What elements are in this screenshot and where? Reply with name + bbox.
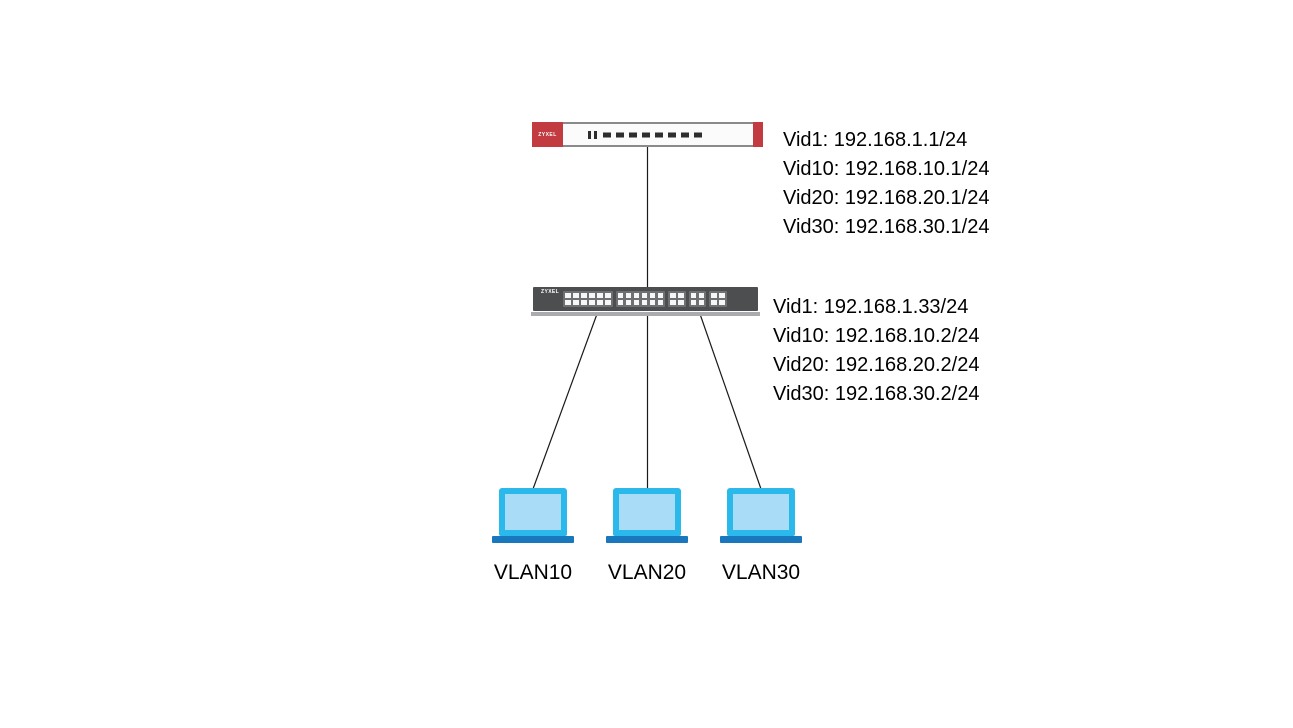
switch-port — [690, 293, 696, 298]
port-dash — [603, 132, 611, 137]
port-dash — [681, 132, 689, 137]
vlan10-label: VLAN10 — [493, 561, 573, 584]
switch-port — [670, 293, 676, 298]
switch-ip-line-vid20: Vid20: 192.168.20.2/24 — [773, 354, 980, 376]
firewall-zyxel-logo: ZYXEL — [532, 122, 563, 147]
switch-port — [573, 300, 579, 305]
switch-port — [581, 300, 587, 305]
port-dash — [694, 132, 702, 137]
port-dash — [655, 132, 663, 137]
port-dash — [642, 132, 650, 137]
switch-port-block — [615, 291, 665, 307]
port-dash — [629, 132, 637, 137]
switch-base — [531, 312, 760, 316]
switch-port — [565, 300, 571, 305]
laptop-screen — [499, 488, 567, 536]
switch-port — [597, 300, 603, 305]
switch-port — [573, 293, 579, 298]
switch-port — [678, 300, 684, 305]
switch-port — [670, 300, 676, 305]
port-dash — [616, 132, 624, 137]
switch-port — [625, 300, 631, 305]
laptop-base — [606, 536, 688, 543]
switch-port — [617, 293, 623, 298]
switch-zyxel-logo: ZYXEL — [541, 289, 560, 295]
switch-ip-line-vid1: Vid1: 192.168.1.33/24 — [773, 296, 969, 318]
vlan20-label: VLAN20 — [607, 561, 687, 584]
switch-port — [565, 293, 571, 298]
firewall-ip-labels: Vid1: 192.168.1.1/24 Vid10: 192.168.10.1… — [783, 126, 989, 242]
switch-port-block — [688, 291, 706, 307]
switch-port — [649, 300, 655, 305]
laptop-vlan30 — [720, 488, 802, 543]
firewall-led-bars — [588, 130, 597, 139]
led-bar — [594, 130, 597, 139]
switch-port — [698, 300, 704, 305]
vlan30-label: VLAN30 — [721, 561, 801, 584]
switch-port — [711, 300, 717, 305]
switch-port-block — [668, 291, 686, 307]
switch-port-block — [709, 291, 727, 307]
switch-port — [633, 293, 639, 298]
switch-port-blocks — [563, 291, 727, 307]
laptop-vlan10 — [492, 488, 574, 543]
switch-port — [589, 293, 595, 298]
link-switch-vlan10 — [532, 313, 598, 490]
port-dash — [668, 132, 676, 137]
switch-port — [657, 293, 663, 298]
laptop-vlan20 — [606, 488, 688, 543]
switch-port-block — [563, 291, 613, 307]
switch-port — [581, 293, 587, 298]
switch-port — [597, 293, 603, 298]
switch-port — [605, 293, 611, 298]
switch-port — [625, 293, 631, 298]
firewall-port-dashes — [603, 132, 702, 137]
firewall-ip-line-vid20: Vid20: 192.168.20.1/24 — [783, 187, 990, 209]
laptop-base — [720, 536, 802, 543]
laptop-screen — [613, 488, 681, 536]
firewall-device: ZYXEL — [532, 122, 763, 147]
link-switch-vlan30 — [699, 313, 762, 490]
switch-ip-line-vid10: Vid10: 192.168.10.2/24 — [773, 325, 980, 347]
switch-port — [711, 293, 717, 298]
firewall-ip-line-vid1: Vid1: 192.168.1.1/24 — [783, 129, 968, 151]
laptop-base — [492, 536, 574, 543]
switch-port — [719, 300, 725, 305]
firewall-front-panel — [563, 122, 753, 147]
switch-ip-labels: Vid1: 192.168.1.33/24 Vid10: 192.168.10.… — [773, 293, 979, 409]
switch-port — [641, 293, 647, 298]
switch-port — [657, 300, 663, 305]
switch-port — [719, 293, 725, 298]
switch-port — [605, 300, 611, 305]
switch-port — [641, 300, 647, 305]
switch-port — [633, 300, 639, 305]
firewall-right-cap — [753, 122, 763, 147]
switch-device: ZYXEL — [533, 287, 758, 311]
switch-port — [589, 300, 595, 305]
switch-port — [617, 300, 623, 305]
switch-port — [678, 293, 684, 298]
firewall-ip-line-vid10: Vid10: 192.168.10.1/24 — [783, 158, 990, 180]
switch-port — [690, 300, 696, 305]
switch-ip-line-vid30: Vid30: 192.168.30.2/24 — [773, 383, 980, 405]
laptop-screen — [727, 488, 795, 536]
led-bar — [588, 130, 591, 139]
firewall-ip-line-vid30: Vid30: 192.168.30.1/24 — [783, 216, 990, 238]
switch-port — [649, 293, 655, 298]
switch-port — [698, 293, 704, 298]
